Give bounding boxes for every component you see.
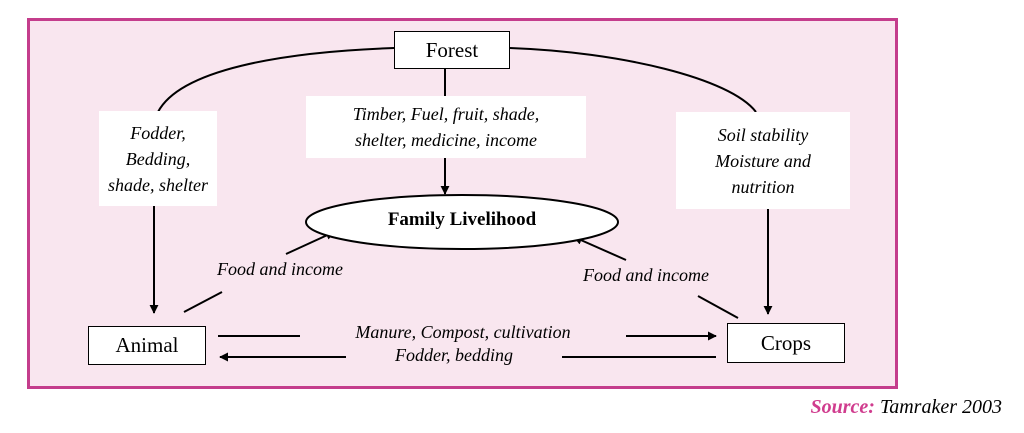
label-forest-to-family: Timber, Fuel, fruit, shade, shelter, med…	[306, 96, 586, 158]
label-line: nutrition	[731, 176, 795, 197]
source-caption: Source: Tamraker 2003	[810, 396, 1002, 419]
label-animal-to-family: Food and income	[200, 259, 360, 280]
label-crops-to-family: Food and income	[566, 265, 726, 286]
node-crops-label: Crops	[760, 330, 812, 355]
node-forest: Forest	[394, 31, 510, 69]
label-forest-to-crops: Soil stability Moisture and nutrition	[676, 112, 850, 209]
arc-forest-right	[509, 47, 757, 113]
label-crops-to-animal: Fodder, bedding	[346, 345, 562, 366]
source-value: Tamraker 2003	[879, 396, 1002, 418]
label-text: Food and income	[217, 259, 343, 279]
node-family-livelihood: Family Livelihood	[306, 209, 618, 231]
label-line: shelter, medicine, income	[355, 130, 537, 150]
node-animal: Animal	[88, 326, 206, 365]
family-livelihood-ellipse	[305, 194, 619, 250]
label-line: shade, shelter	[108, 174, 208, 195]
line-animal-family-lower	[183, 291, 223, 313]
arrow-crops-family	[573, 236, 627, 261]
node-family-livelihood-label: Family Livelihood	[387, 209, 537, 230]
label-line: Timber, Fuel, fruit, shade,	[352, 104, 540, 124]
label-forest-to-animal: Fodder, Bedding, shade, shelter	[99, 111, 217, 206]
label-animal-to-crops: Manure, Compost, cultivation	[300, 322, 626, 343]
label-text: Manure, Compost, cultivation	[355, 322, 571, 342]
line-crops-family-lower	[697, 295, 739, 319]
label-line: Fodder,	[130, 122, 186, 143]
label-line: Bedding,	[125, 148, 191, 169]
node-crops: Crops	[727, 323, 845, 363]
label-text: Food and income	[583, 265, 709, 285]
node-forest-label: Forest	[425, 37, 479, 62]
label-line: Moisture and	[715, 150, 811, 171]
arc-forest-left	[157, 47, 395, 113]
label-text: Fodder, bedding	[395, 345, 513, 365]
label-line: Soil stability	[717, 124, 809, 145]
source-key: Source:	[810, 396, 875, 418]
node-animal-label: Animal	[115, 333, 179, 357]
